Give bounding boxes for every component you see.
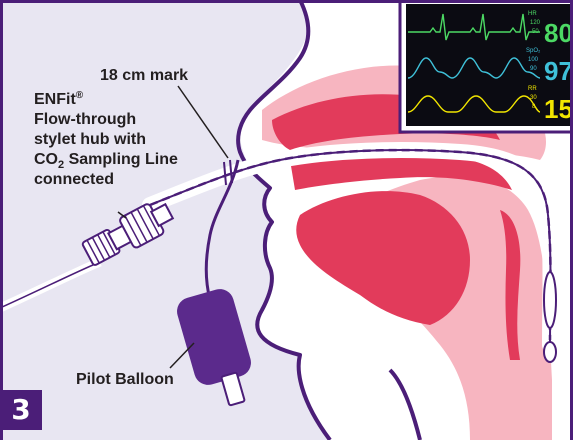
hr-hi: 120 (530, 20, 541, 26)
vital-monitor: HR 120 50 80 SpO₂ 100 90 97 RR 30 8 15 (400, 0, 573, 132)
rr-value: 15 (544, 94, 573, 124)
spo2-tag: SpO₂ (526, 48, 541, 54)
tube-tip (544, 342, 556, 362)
hub-registered: ® (76, 90, 84, 101)
hub-line4-post: Sampling Line (64, 151, 178, 168)
label-pilot-balloon: Pilot Balloon (76, 371, 174, 388)
hr-value: 80 (544, 18, 573, 48)
spo2-value: 97 (544, 56, 573, 86)
hr-lo: 50 (532, 29, 539, 35)
hub-line5: connected (34, 171, 114, 188)
spo2-lo: 90 (530, 66, 537, 72)
tube-cuff (544, 272, 556, 328)
step-number-badge: 3 (0, 390, 42, 430)
hub-line1: ENFit (34, 91, 76, 108)
rr-tag: RR (528, 86, 537, 92)
hr-tag: HR (528, 11, 537, 17)
rr-hi: 30 (530, 95, 537, 101)
spo2-hi: 100 (528, 57, 539, 63)
label-18cm-mark: 18 cm mark (100, 67, 188, 84)
hub-line4-pre: CO (34, 151, 58, 168)
hub-line3: stylet hub with (34, 131, 146, 148)
hub-line2: Flow-through (34, 111, 136, 128)
